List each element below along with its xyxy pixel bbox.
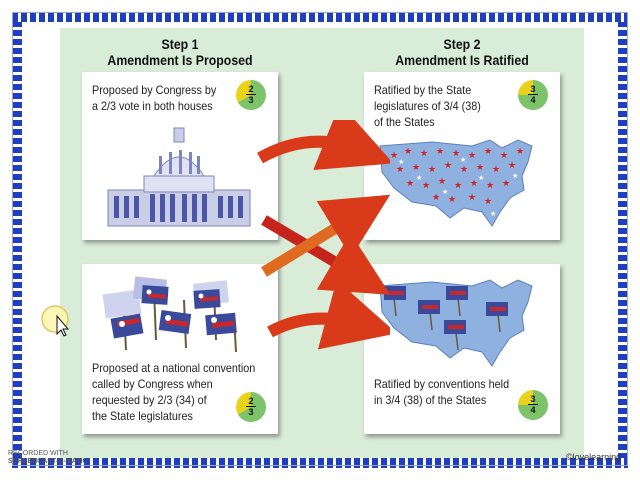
conventions-line1: Ratified by conventions held xyxy=(374,377,510,391)
convention-line1: Proposed at a national convention xyxy=(92,361,256,375)
svg-text:★: ★ xyxy=(512,172,518,180)
legislature-line2: legislatures of 3/4 (38) xyxy=(374,99,481,113)
svg-text:★: ★ xyxy=(412,163,420,173)
convention-proposal-card: Proposed at a national convention called… xyxy=(82,264,278,434)
arrow-congress-to-conventions xyxy=(261,215,390,295)
two-thirds-pie-icon-2: 2 3 xyxy=(236,392,266,422)
flags-icon xyxy=(102,276,237,353)
svg-text:★: ★ xyxy=(508,161,516,171)
three-fourths-pie-icon-2: 3 4 xyxy=(518,390,548,420)
svg-text:★: ★ xyxy=(422,181,430,191)
svg-text:★: ★ xyxy=(500,151,508,161)
convention-line2: called by Congress when xyxy=(92,377,213,391)
svg-text:★: ★ xyxy=(468,151,476,161)
svg-text:★: ★ xyxy=(476,163,484,173)
svg-text:★: ★ xyxy=(502,179,510,189)
step1-title: Amendment Is Proposed xyxy=(107,52,253,68)
step2-title: Amendment Is Ratified xyxy=(395,52,529,68)
svg-text:★: ★ xyxy=(454,181,462,191)
arrow-convention-to-legislatures xyxy=(261,194,390,277)
convention-ratification-card: Ratified by conventions held in 3/4 (38)… xyxy=(364,264,560,434)
us-map-flags-icon xyxy=(379,279,533,367)
cursor-icon xyxy=(41,305,70,337)
step2-heading: Step 2 Amendment Is Ratified xyxy=(374,36,550,68)
svg-text:★: ★ xyxy=(416,174,422,182)
two-thirds-pie-icon: 2 3 xyxy=(236,80,266,110)
svg-text:★: ★ xyxy=(460,165,468,175)
svg-text:★: ★ xyxy=(516,147,524,157)
step2-label: Step 2 xyxy=(443,36,481,52)
svg-text:★: ★ xyxy=(432,193,440,203)
congress-line1: Proposed by Congress by xyxy=(92,83,217,97)
credit-text: ©lovelearning xyxy=(566,452,622,462)
arrow-convention-to-conventions xyxy=(267,279,390,350)
legislature-ratification-card: Ratified by the State legislatures of 3/… xyxy=(364,72,560,240)
legislature-line1: Ratified by the State xyxy=(374,83,472,97)
svg-text:★: ★ xyxy=(460,156,466,164)
step1-heading: Step 1 Amendment Is Proposed xyxy=(92,36,268,68)
svg-text:★: ★ xyxy=(396,165,404,175)
svg-text:★: ★ xyxy=(442,188,448,196)
capitol-icon xyxy=(107,127,251,227)
svg-text:★: ★ xyxy=(420,149,428,159)
congress-line2: a 2/3 vote in both houses xyxy=(92,99,213,113)
convention-line3: requested by 2/3 (34) of xyxy=(92,393,207,407)
process-arrows xyxy=(257,120,390,350)
recorder-watermark: RECORDED WITH SCREENCAST-O-MATIC xyxy=(8,450,88,465)
svg-text:★: ★ xyxy=(406,179,414,189)
congress-proposal-card: Proposed by Congress by a 2/3 vote in bo… xyxy=(82,72,278,240)
convention-line4: the State legislatures xyxy=(92,409,193,423)
svg-text:★: ★ xyxy=(436,147,444,157)
svg-text:★: ★ xyxy=(428,165,436,175)
svg-text:★: ★ xyxy=(390,151,398,161)
us-map-stars-icon: ★★★★★★★★★ ★★★★★★★★ ★★★★★★★ ★★★★ ★★★★★★★ xyxy=(379,139,533,227)
svg-text:★: ★ xyxy=(444,161,452,171)
svg-text:★: ★ xyxy=(452,149,460,159)
svg-text:★: ★ xyxy=(470,179,478,189)
svg-text:★: ★ xyxy=(398,158,404,166)
svg-text:★: ★ xyxy=(478,174,484,182)
svg-text:★: ★ xyxy=(484,197,492,207)
step1-label: Step 1 xyxy=(161,36,199,52)
conventions-line2: in 3/4 (38) of the States xyxy=(374,393,487,407)
svg-text:★: ★ xyxy=(490,210,496,218)
inner-border-line xyxy=(12,12,628,466)
arrow-congress-to-legislatures xyxy=(257,120,390,171)
svg-text:★: ★ xyxy=(492,165,500,175)
svg-text:★: ★ xyxy=(404,147,412,157)
svg-text:★: ★ xyxy=(486,181,494,191)
svg-text:★: ★ xyxy=(484,147,492,157)
svg-text:★: ★ xyxy=(438,177,446,187)
svg-text:★: ★ xyxy=(468,193,476,203)
three-fourths-pie-icon: 3 4 xyxy=(518,80,548,110)
svg-text:★: ★ xyxy=(448,195,456,205)
